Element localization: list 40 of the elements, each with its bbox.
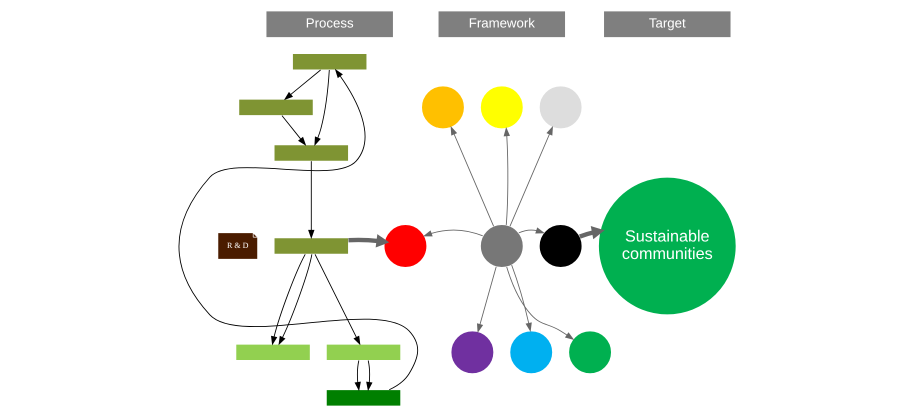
arrow (314, 254, 360, 346)
arrow (476, 266, 496, 333)
node-box (273, 238, 348, 254)
node-box: Target (602, 10, 731, 38)
arrow (450, 126, 494, 227)
node-box (235, 344, 310, 361)
node-box (238, 98, 313, 116)
node-box: Process (265, 10, 394, 38)
node-circle (538, 224, 582, 268)
arrow (510, 264, 532, 332)
arrow (348, 234, 389, 248)
arrow (578, 226, 604, 240)
node-circle: Sustainable communities (598, 176, 736, 316)
node-circle (480, 86, 523, 130)
arrow (354, 360, 360, 392)
arrow (270, 254, 306, 346)
node-box (326, 344, 401, 361)
arrow (422, 230, 483, 236)
arrow (506, 266, 574, 340)
node-circle (538, 86, 582, 130)
node-circle (568, 330, 612, 374)
arrow (281, 115, 306, 146)
arrow (509, 126, 552, 227)
arrow (283, 70, 321, 100)
node-circle (450, 330, 494, 374)
node-box: Framework (437, 10, 566, 38)
arrow (366, 360, 372, 392)
node-box (273, 144, 348, 162)
node-circle (383, 224, 427, 268)
node-box (292, 53, 367, 70)
node-circle (420, 86, 464, 130)
arrow (308, 160, 314, 240)
node-circle (509, 330, 552, 374)
arrow (518, 227, 544, 234)
node-circle (480, 224, 523, 268)
arrow (314, 70, 330, 146)
arrow (278, 254, 312, 346)
arrow (178, 68, 418, 390)
node-box (326, 389, 401, 406)
arrow (503, 127, 510, 226)
